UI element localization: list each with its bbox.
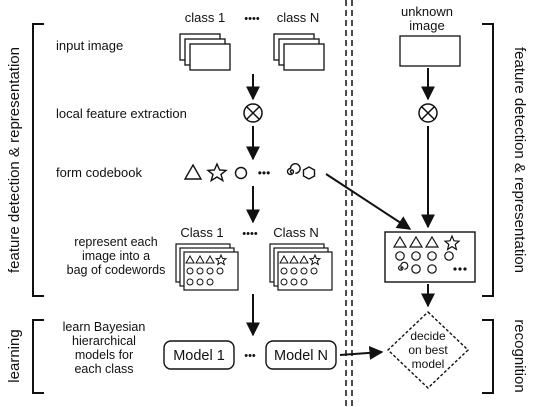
represent-label-line2: image into a [82, 249, 150, 263]
train-test-divider [345, 0, 353, 407]
decision-diamond [386, 311, 470, 389]
model-n-label: Model N [274, 348, 328, 364]
feature-bracket-right [482, 23, 494, 297]
hexagon-icon [302, 166, 316, 180]
arrow-codebook-to-unknown-bag [325, 173, 412, 230]
class-1-header: class 1 [185, 10, 225, 25]
spiral-icon [286, 163, 301, 176]
left-brackets [32, 23, 44, 394]
arrow-models-to-decision [339, 345, 384, 360]
unknown-bag-symbols [392, 234, 461, 274]
recognition-label: recognition [511, 319, 528, 392]
class-n-header: class N [277, 10, 320, 25]
model-1-box [163, 340, 235, 370]
class-dots-header: •••• [244, 13, 260, 25]
unknown-image-header-line1: unknown [401, 4, 453, 19]
model-dots: ••• [244, 350, 256, 362]
feature-detection-label-left: feature detection & representation [6, 47, 23, 273]
class-n-image-stack [273, 33, 325, 71]
decision-label-line3: model [412, 357, 445, 371]
model-n-box [265, 340, 337, 370]
form-codebook-label: form codebook [56, 165, 142, 180]
class-1-bag-symbols [185, 253, 228, 286]
learn-label-line2: hierarchical [72, 334, 136, 348]
bag-class-1-label: Class 1 [180, 225, 223, 240]
recognition-bracket [482, 319, 494, 394]
learn-label-line4: each class [74, 362, 133, 376]
learn-label-line1: learn Bayesian [63, 320, 146, 334]
unknown-image-header-line2: image [409, 18, 444, 33]
circle-icon [234, 166, 248, 180]
codebook-ellipsis: ••• [258, 166, 271, 180]
model-1-label: Model 1 [173, 348, 225, 364]
feature-extraction-icon [243, 103, 263, 123]
flow-arrows [246, 68, 435, 360]
input-image-label: input image [56, 38, 123, 53]
unknown-image [399, 35, 461, 67]
learning-bracket [32, 319, 44, 394]
class-n-bag-symbols [279, 253, 322, 286]
right-brackets [482, 23, 494, 394]
learning-label: learning [6, 329, 23, 382]
codebook [183, 162, 316, 183]
triangle-icon [183, 163, 203, 180]
bag-class-dots: •••• [242, 228, 258, 240]
decision-label-line2: on best [408, 343, 448, 357]
feature-detection-label-right: feature detection & representation [511, 47, 528, 273]
represent-label-line3: bag of codewords [67, 263, 166, 277]
decision-label-line1: decide [410, 329, 446, 343]
feature-bracket-left [32, 23, 44, 297]
unknown-bag-ellipsis [453, 267, 467, 271]
learn-label-line3: models for [75, 348, 133, 362]
star-icon [206, 162, 228, 183]
local-feature-extraction-label: local feature extraction [56, 106, 187, 121]
class-1-image-stack [179, 33, 231, 71]
bag-class-n-label: Class N [273, 225, 319, 240]
represent-label-line1: represent each [74, 235, 157, 249]
feature-extraction-icon [418, 103, 438, 123]
